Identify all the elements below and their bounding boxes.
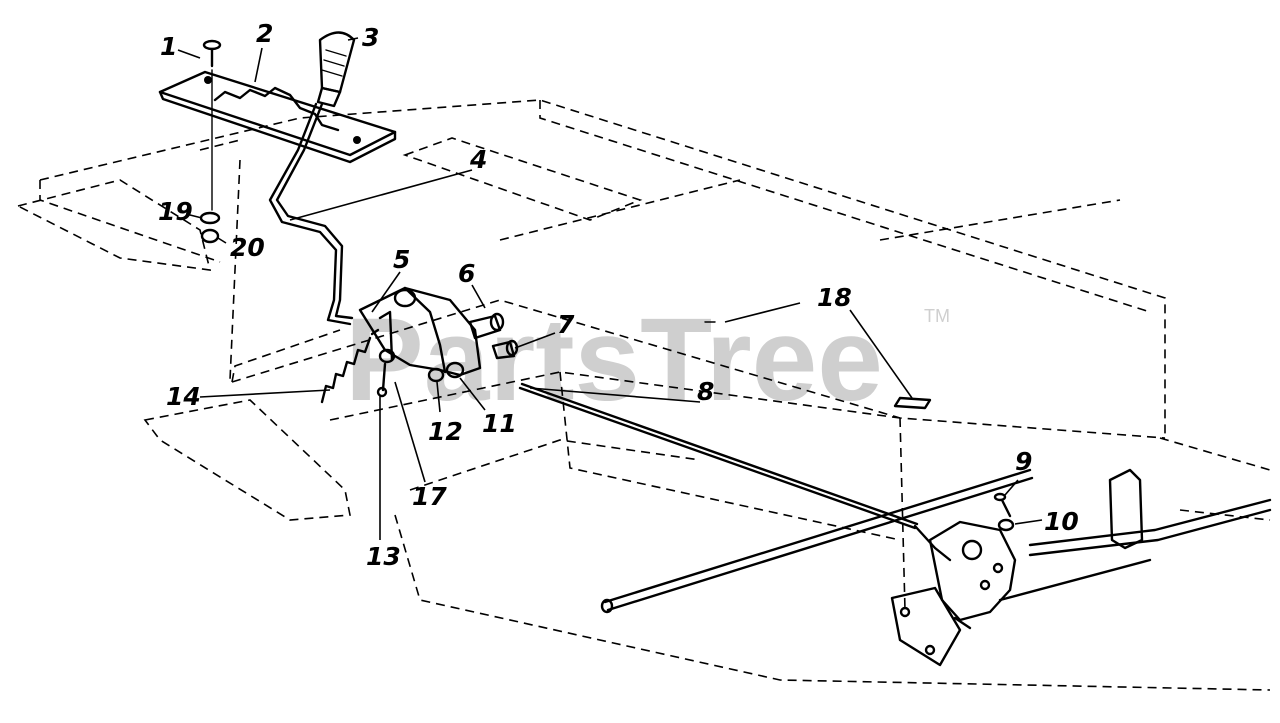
shift-lever xyxy=(268,102,354,326)
watermark: PartsTree xyxy=(345,294,883,426)
shift-rod xyxy=(518,382,952,562)
washer-nut xyxy=(199,211,221,244)
shift-plate xyxy=(158,70,397,164)
callout-3: 3 xyxy=(362,23,379,52)
callout-20: 20 xyxy=(230,233,265,262)
callout-6: 6 xyxy=(458,259,475,288)
bolt-9 xyxy=(993,492,1012,518)
washer-10 xyxy=(997,518,1015,532)
shift-knob xyxy=(316,31,356,108)
spring xyxy=(320,328,380,404)
callout-4: 4 xyxy=(469,145,487,174)
linkage-bracket xyxy=(358,286,482,383)
callout-9: 9 xyxy=(1015,447,1032,476)
callout-2: 2 xyxy=(256,19,273,48)
callout-10: 10 xyxy=(1044,507,1079,536)
callout-17: 17 xyxy=(412,482,447,511)
callout-19: 19 xyxy=(158,197,193,226)
bracket-18 xyxy=(704,321,932,410)
callout-13: 13 xyxy=(366,542,401,571)
rod-13 xyxy=(376,362,388,398)
callout-12: 12 xyxy=(428,417,463,446)
screw xyxy=(202,39,222,211)
bolt-6 xyxy=(468,312,505,340)
callout-14: 14 xyxy=(166,382,201,411)
callout-labels: 1 2 3 4 5 6 7 8 9 10 11 12 13 14 17 18 1… xyxy=(158,19,1079,571)
callout-5: 5 xyxy=(393,245,410,274)
callout-18: 18 xyxy=(817,283,852,312)
shift-quadrant xyxy=(890,520,1017,667)
callout-7: 7 xyxy=(557,310,575,339)
callout-1: 1 xyxy=(160,32,177,61)
watermark-trademark: TM xyxy=(924,306,950,326)
callout-8: 8 xyxy=(697,377,714,406)
cross-shaft xyxy=(600,468,1034,614)
axle-bracket xyxy=(998,468,1272,602)
callout-11: 11 xyxy=(482,409,517,438)
leader-lines xyxy=(177,37,1043,540)
